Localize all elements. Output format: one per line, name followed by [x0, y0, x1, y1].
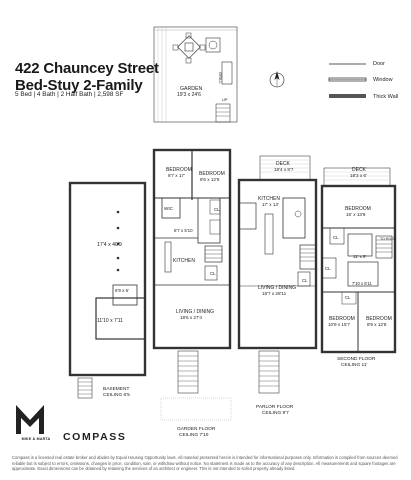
basement-room-dim: 17'4 x 40'9 — [97, 242, 122, 248]
second-floor-plan: DECK 18'3 x 6' BEDROOM 16' x 13'8 CL 11'… — [320, 167, 397, 368]
garden-floor-label: GARDEN FLOOR — [177, 426, 216, 432]
gf-cl2: CL — [210, 271, 216, 276]
mike-marta-logo-icon — [16, 405, 44, 434]
pf-deck: DECK — [276, 161, 291, 167]
basement-label: BASEMENT — [103, 386, 129, 392]
sf-small-dim: 11' x 6' — [353, 254, 366, 259]
logo-text: MIKE & MARTA — [21, 437, 51, 441]
pf-living: LIVING / DINING — [258, 285, 296, 291]
compass-brand: COMPASS — [63, 431, 127, 443]
sf-bedroom2-dim: 10'9 x 15'7 — [328, 322, 350, 327]
pf-kitchen: KITCHEN — [258, 196, 280, 202]
sf-deck: DECK — [352, 167, 367, 173]
gf-bedroom1-dim: 8'7 x 17' — [168, 173, 185, 178]
gf-kitchen: KITCHEN — [173, 258, 195, 264]
legend-thick-wall-label: Thick Wall — [373, 94, 399, 100]
sf-bedroom1: BEDROOM — [345, 206, 371, 212]
parlor-floor-label: PARLOR FLOOR — [256, 404, 294, 410]
listing-specs: 5 Bed | 4 Bath | 2 Half Bath | 2,598 SF — [15, 91, 124, 98]
sf-cl1: CL — [333, 235, 339, 240]
grill-label: GRILL — [218, 72, 223, 84]
sf-cl2: CL — [325, 266, 331, 271]
garden-dim: 19'3 x 24'6 — [177, 92, 201, 98]
garden-floor-ceiling: CEILING 7'10 — [179, 432, 209, 438]
gf-bedroom2-dim: 8'6 x 12'6 — [200, 177, 220, 182]
legal-disclaimer: Compass is a licensed real estate broker… — [12, 455, 398, 472]
north-arrow-icon — [269, 71, 285, 88]
sf-small2-dim: 7'10 x 6'11 — [352, 281, 372, 286]
garden-floor-plan: BEDROOM 8'7 x 17' BEDROOM 8'6 x 12'6 WIC… — [152, 148, 232, 438]
legend-window-label: Window — [373, 77, 393, 83]
garden-label: GARDEN — [180, 86, 202, 92]
pf-kitchen-dim: 17' x 13' — [262, 202, 279, 207]
garden-yard-plan: GRILL GARDEN 19'3 x 24'6 UP — [153, 26, 238, 123]
listing-title: 422 Chauncey Street — [15, 60, 159, 77]
gf-living: LIVING / DINING — [176, 309, 214, 315]
sf-deck-dim: 18'3 x 6' — [350, 173, 367, 178]
parlor-floor-plan: DECK 18'4 x 8'7 KITCHEN 17' x 13' CL LIV… — [237, 155, 318, 416]
pf-cl: CL — [302, 278, 308, 283]
basement-small-dim: 6'9 x 5' — [115, 288, 129, 293]
second-floor-label: SECOND FLOOR — [337, 356, 376, 362]
second-floor-ceiling: CEILING 11' — [341, 362, 368, 368]
gf-bedroom1: BEDROOM — [166, 167, 192, 173]
pf-deck-dim: 18'4 x 8'7 — [274, 167, 294, 172]
sf-bedroom3: BEDROOM — [366, 316, 392, 322]
sf-bedroom1-dim: 16' x 13'8 — [346, 212, 366, 217]
sf-bedroom3-dim: 8'9 x 12'8 — [367, 322, 387, 327]
gf-bedroom2: BEDROOM — [199, 171, 225, 177]
garden-up-label: UP — [222, 97, 228, 102]
legend-symbols — [328, 63, 367, 98]
gf-living-dim: 18'6 x 27'4 — [180, 315, 202, 320]
legend-door-label: Door — [373, 61, 385, 67]
parlor-floor-ceiling: CEILING 9'7 — [262, 410, 289, 416]
basement-room2-dim: 11'10 x 7'11 — [97, 318, 123, 324]
sf-cl3: CL — [345, 295, 351, 300]
gf-hall-dim: 8'7 x 5'10 — [174, 228, 193, 233]
gf-cl1: CL — [214, 207, 220, 212]
sf-bedroom2: BEDROOM — [329, 316, 355, 322]
pf-living-dim: 18'7 x 28'11 — [262, 291, 287, 296]
sf-to-roof: TO ROOF — [380, 237, 397, 241]
basement-plan: 17'4 x 40'9 6'9 x 5' 11'10 x 7'11 BASEME… — [68, 181, 147, 399]
gf-wic: WIC — [164, 206, 174, 211]
basement-ceiling: CEILING 6'5 — [103, 392, 130, 398]
listing-subtitle: Bed-Stuy 2-Family — [15, 77, 143, 94]
